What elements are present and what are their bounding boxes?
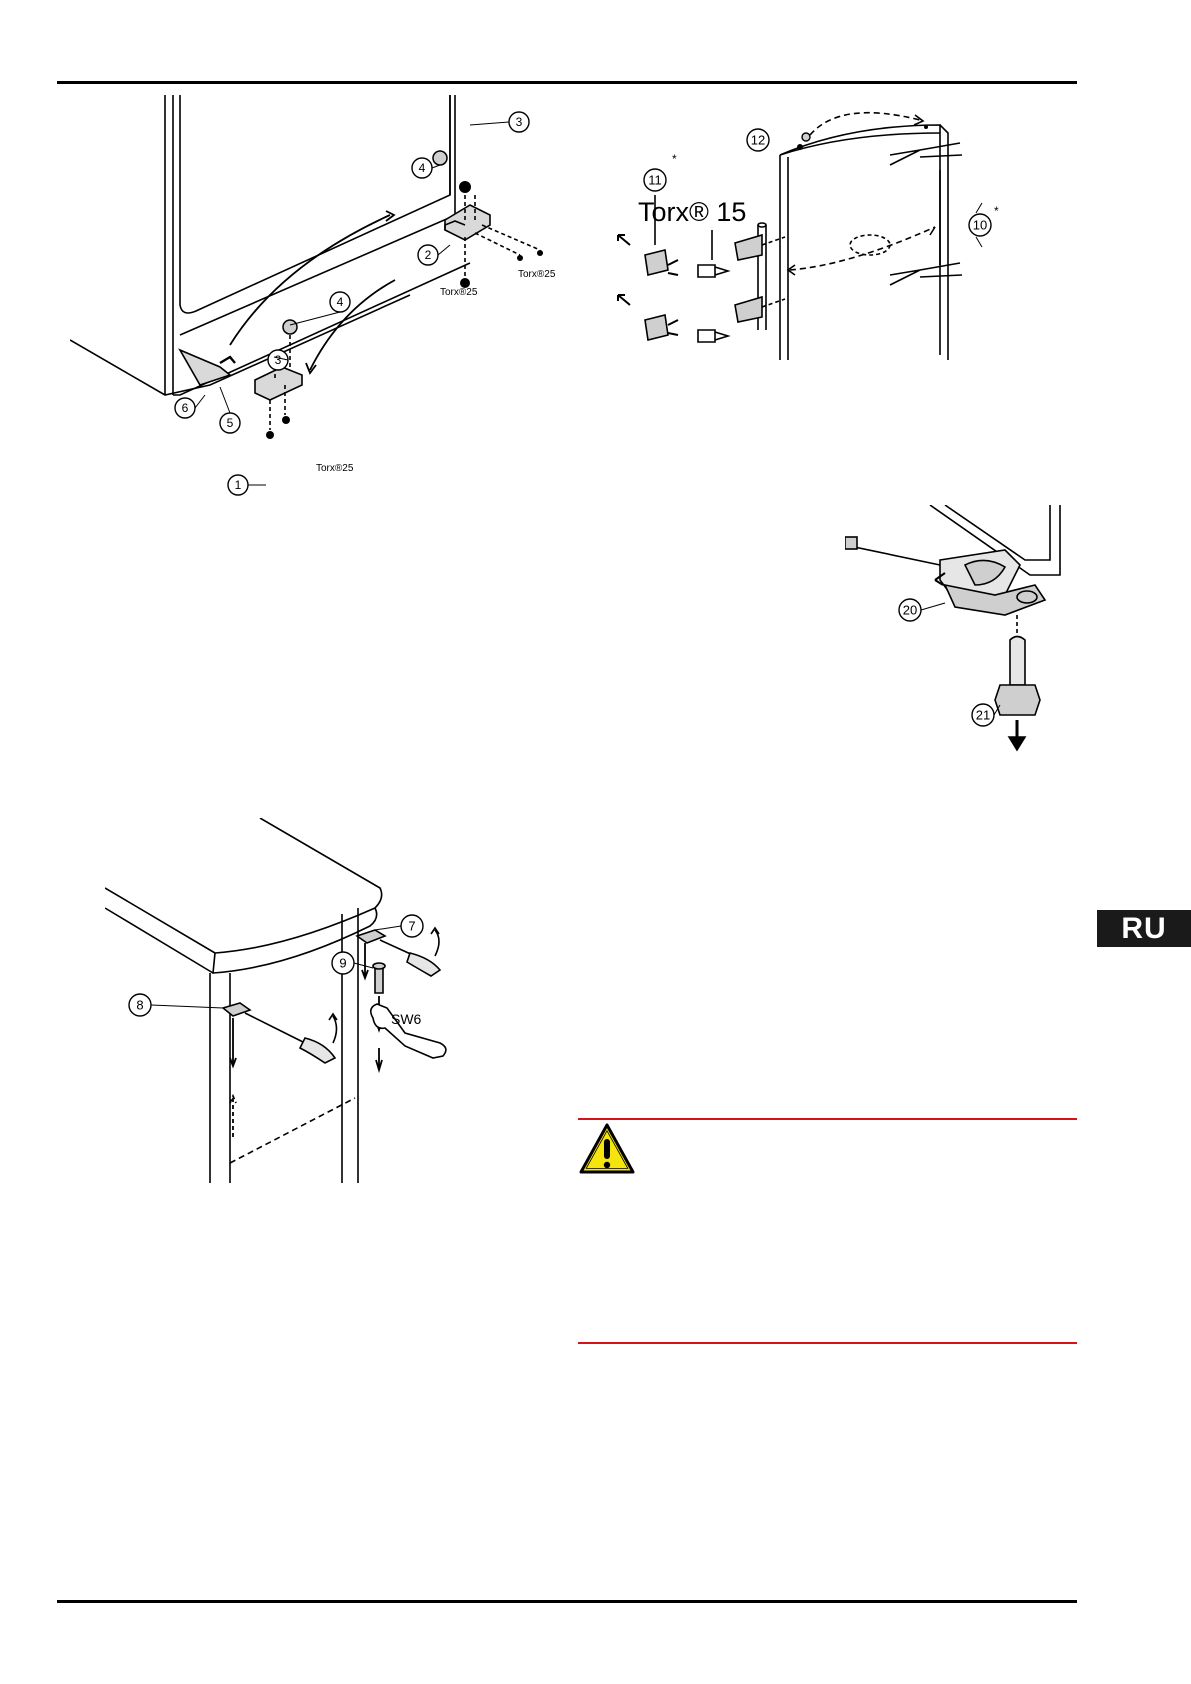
language-tab: RU [1097,910,1191,947]
callout-8: 8 [136,998,143,1013]
callout-3: 3 [516,115,523,129]
footer-rule [57,1600,1077,1603]
callout-6: 6 [182,401,189,415]
warning-triangle-icon [579,1123,635,1174]
callout-20: 20 [903,603,917,618]
callout-7: 7 [408,919,415,934]
callout-4: 4 [419,161,426,175]
torx-label: Torx®25 [518,269,556,280]
figure-top-cover: 7 8 9 SW6 [105,818,447,1183]
torx-label: Torx®25 [440,287,478,298]
sw6-label: SW6 [391,1011,422,1027]
callout-4: 4 [337,295,344,309]
asterisk: * [672,152,677,166]
callout-2: 2 [425,248,432,262]
torx-15-label: Torx® 15 [638,197,746,227]
callout-5: 5 [227,416,234,430]
figure-door-handle: 11 12 10 * * Torx® 15 [617,111,999,360]
callout-21: 21 [976,708,990,723]
torx-label: Torx®25 [316,463,354,474]
callout-12: 12 [751,133,765,148]
callout-3: 3 [275,353,282,367]
warning-top-rule [578,1118,1077,1120]
callout-10: 10 [973,218,987,233]
asterisk: * [994,204,999,218]
figure-bottom-hinge: 3 4 2 4 3 6 5 1 Torx®25 Torx®25 Torx®25 [70,95,556,496]
figure-hinge-pin: 20 21 [845,505,1061,752]
callout-1: 1 [235,478,242,492]
header-rule [57,81,1077,84]
warning-bottom-rule [578,1342,1077,1344]
callout-11: 11 [648,173,662,188]
callout-9: 9 [339,956,346,971]
